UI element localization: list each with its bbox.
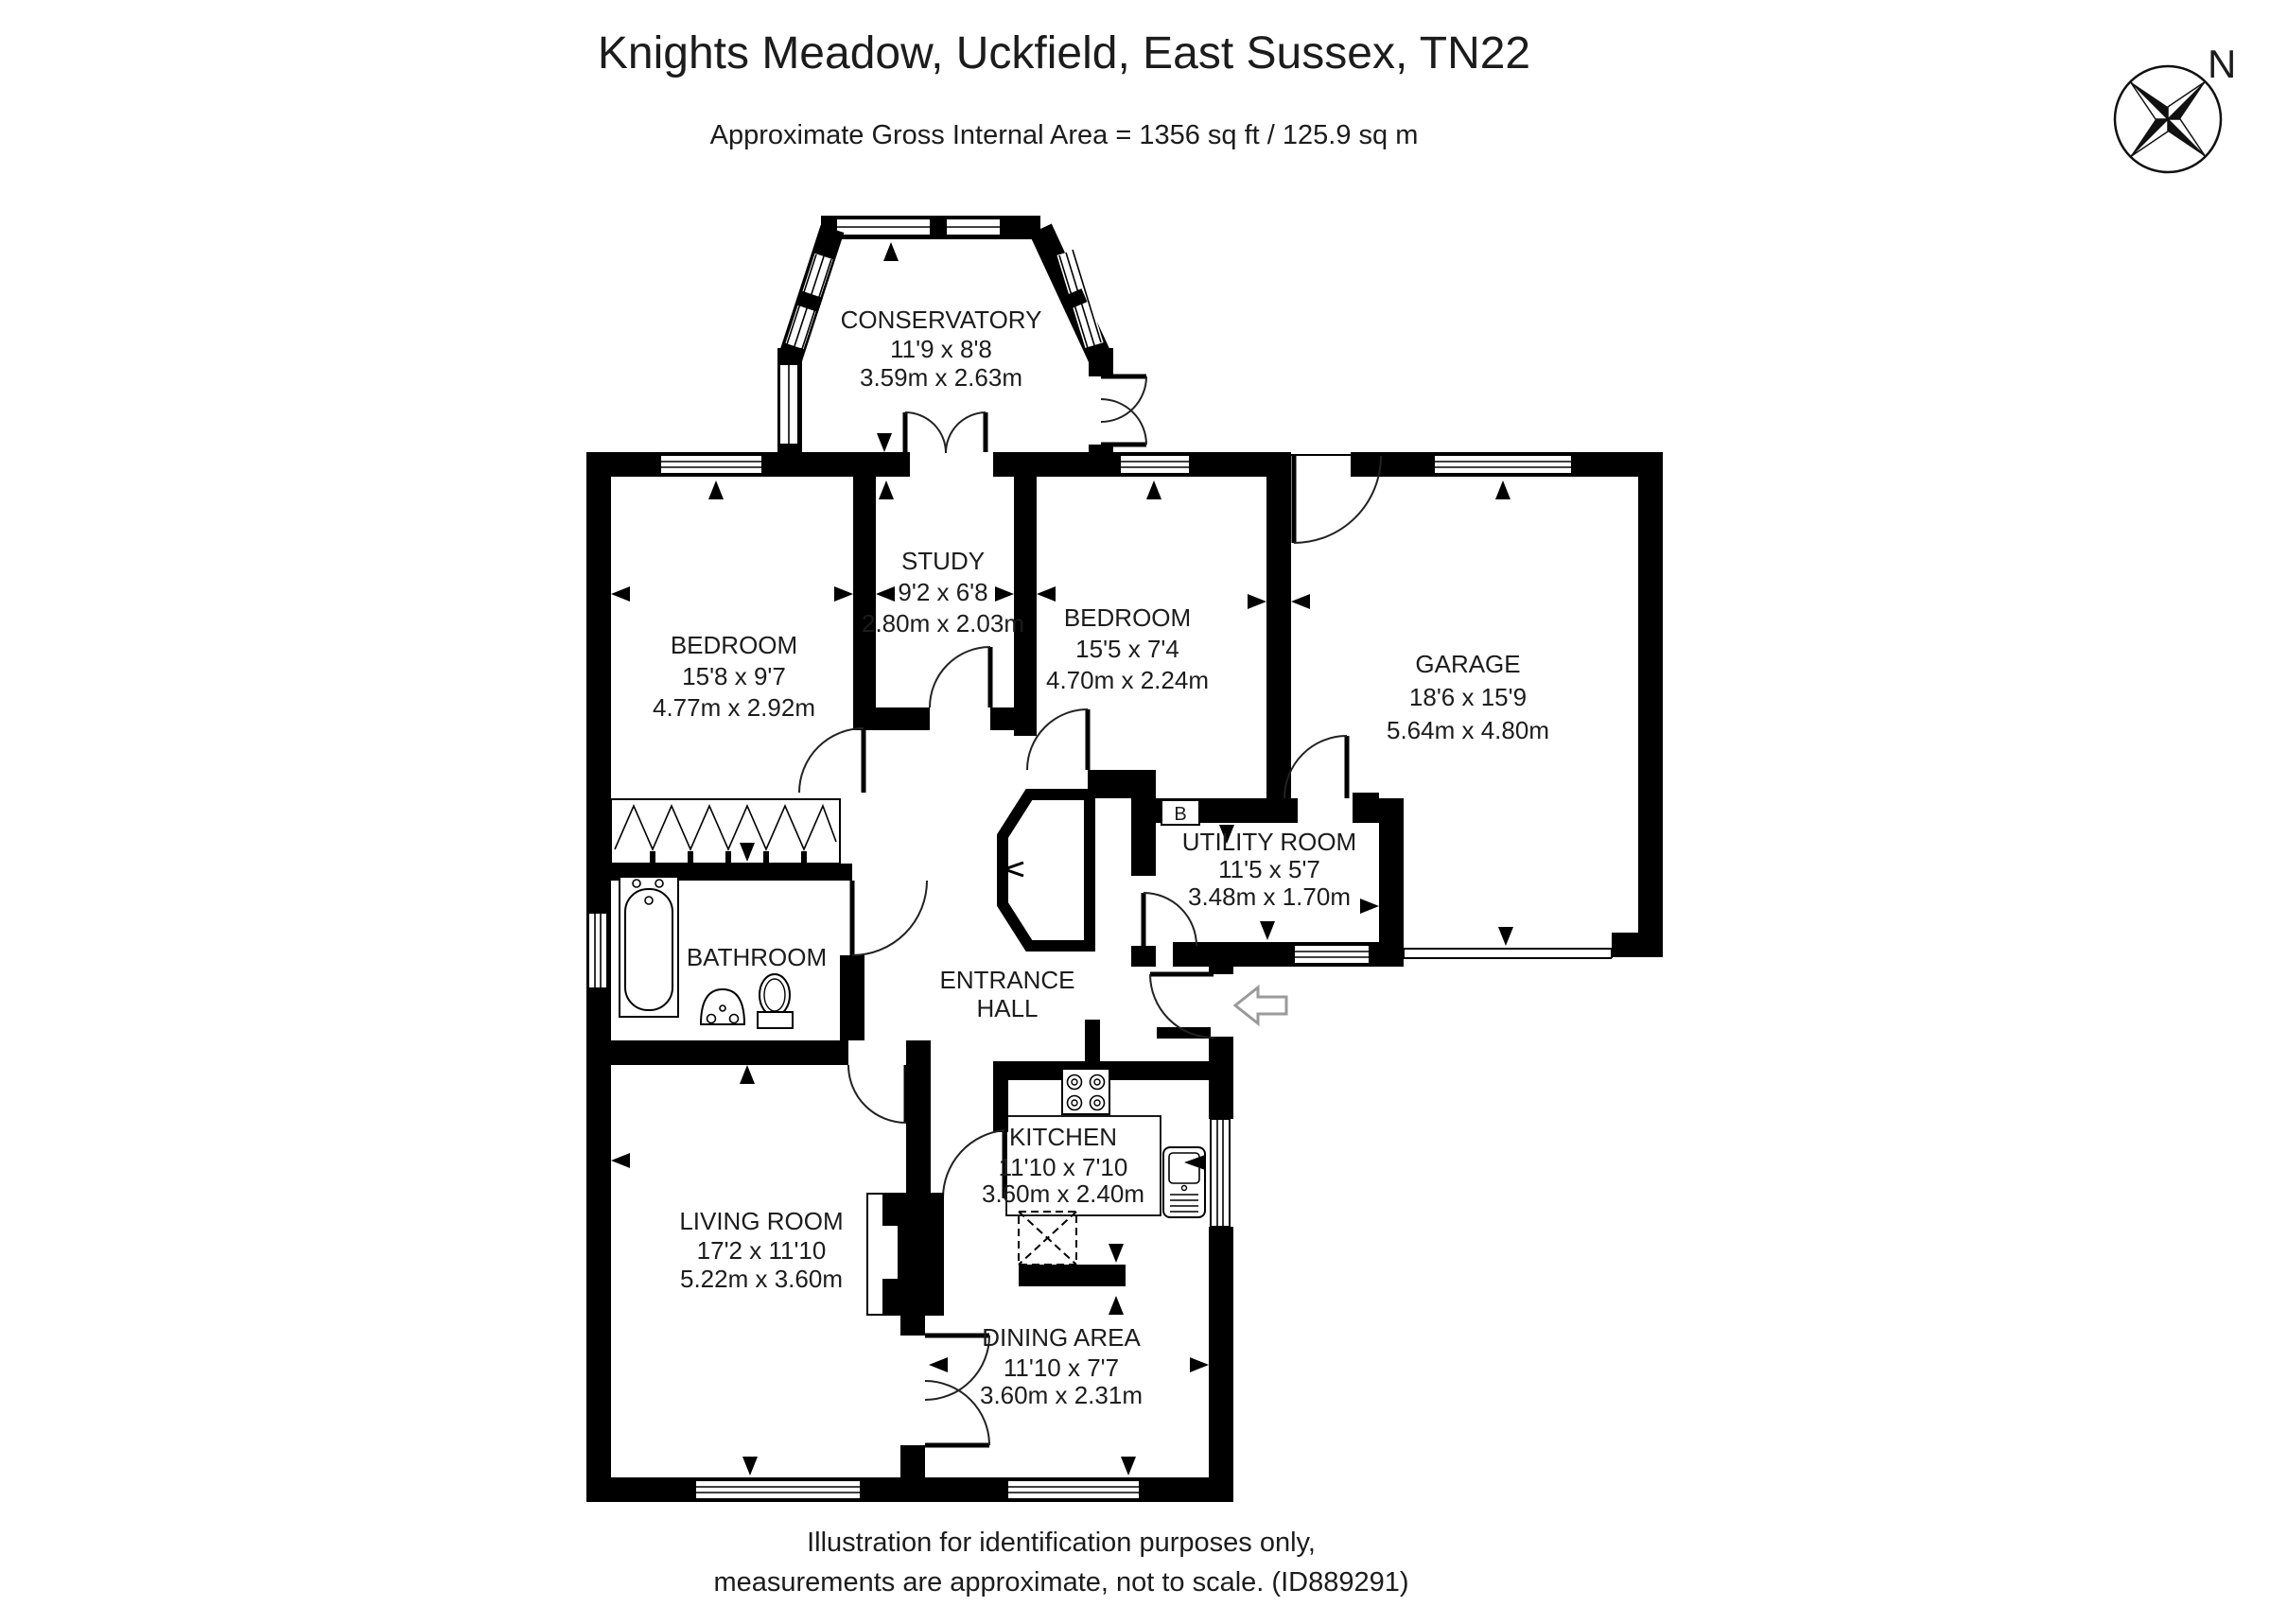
label-utility-room: UTILITY ROOM 11'5 x 5'7 3.48m x 1.70m: [1182, 828, 1356, 911]
footer-line1: Illustration for identification purposes…: [807, 1528, 1316, 1558]
hall-cupboard-icon: [997, 789, 1095, 952]
compass-north-label: N: [2208, 42, 2236, 86]
svg-text:17'2 x 11'10: 17'2 x 11'10: [697, 1236, 827, 1265]
label-living-room: LIVING ROOM 17'2 x 11'10 5.22m x 3.60m: [679, 1207, 843, 1293]
hob-icon: [1061, 1068, 1110, 1115]
dimension-markers: [611, 242, 1657, 1476]
page-subtitle: Approximate Gross Internal Area = 1356 s…: [710, 120, 1419, 150]
svg-text:STUDY: STUDY: [901, 547, 985, 575]
svg-text:3.60m x 2.31m: 3.60m x 2.31m: [980, 1381, 1143, 1409]
window-garage: [1433, 454, 1573, 475]
label-garage: GARAGE 18'6 x 15'9 5.64m x 4.80m: [1387, 650, 1549, 744]
svg-text:BATHROOM: BATHROOM: [687, 943, 827, 971]
svg-text:11'10 x 7'10: 11'10 x 7'10: [999, 1153, 1128, 1181]
label-dining-area: DINING AREA 11'10 x 7'7 3.60m x 2.31m: [980, 1323, 1143, 1409]
footer-line2: measurements are approximate, not to sca…: [713, 1567, 1408, 1598]
label-entrance-hall: ENTRANCE HALL: [939, 966, 1074, 1022]
window-living-room: [694, 1479, 862, 1500]
page-title: Knights Meadow, Uckfield, East Sussex, T…: [598, 28, 1530, 79]
window-bathroom: [587, 912, 608, 989]
svg-text:9'2 x 6'8: 9'2 x 6'8: [898, 578, 987, 606]
room-labels: CONSERVATORY 11'9 x 8'8 3.59m x 2.63m BE…: [653, 306, 1549, 1409]
tap-icon: [1184, 1155, 1205, 1170]
svg-text:3.59m x 2.63m: 3.59m x 2.63m: [860, 363, 1022, 392]
svg-text:KITCHEN: KITCHEN: [1009, 1123, 1117, 1151]
window-bedroom-left: [659, 454, 763, 475]
svg-text:18'6 x 15'9: 18'6 x 15'9: [1409, 683, 1527, 711]
bathtub-icon: [619, 876, 679, 1018]
appliance-space-icon: [1018, 1211, 1077, 1266]
svg-text:4.77m x 2.92m: 4.77m x 2.92m: [653, 693, 815, 722]
label-conservatory: CONSERVATORY 11'9 x 8'8 3.59m x 2.63m: [841, 306, 1042, 392]
window-utility: [1293, 944, 1371, 965]
fixtures: B: [610, 789, 1613, 1316]
label-study: STUDY 9'2 x 6'8 2.80m x 2.03m: [862, 547, 1024, 637]
svg-text:11'5 x 5'7: 11'5 x 5'7: [1218, 855, 1320, 883]
window-bedroom-right: [1119, 454, 1191, 475]
svg-text:5.64m x 4.80m: 5.64m x 4.80m: [1387, 716, 1549, 744]
svg-text:15'5 x 7'4: 15'5 x 7'4: [1075, 635, 1179, 663]
toilet-icon: [757, 973, 794, 1029]
svg-text:11'9 x 8'8: 11'9 x 8'8: [890, 335, 992, 363]
svg-text:DINING AREA: DINING AREA: [982, 1323, 1141, 1352]
label-kitchen: KITCHEN 11'10 x 7'10 3.60m x 2.40m: [982, 1123, 1144, 1208]
svg-text:UTILITY ROOM: UTILITY ROOM: [1182, 828, 1356, 856]
doors: [798, 374, 1382, 1448]
sink-icon: [1162, 1146, 1206, 1218]
boiler-label: B: [1174, 804, 1186, 825]
boiler-box: B: [1161, 799, 1200, 826]
svg-text:LIVING ROOM: LIVING ROOM: [679, 1207, 843, 1235]
compass-icon: N: [2113, 42, 2236, 174]
basin-icon: [699, 987, 746, 1025]
svg-text:3.60m x 2.40m: 3.60m x 2.40m: [982, 1179, 1144, 1208]
svg-text:BEDROOM: BEDROOM: [1064, 603, 1191, 632]
label-bedroom-right: BEDROOM 15'5 x 7'4 4.70m x 2.24m: [1046, 603, 1209, 694]
worktop-outline: [1005, 1115, 1161, 1216]
svg-text:4.70m x 2.24m: 4.70m x 2.24m: [1046, 666, 1209, 694]
window-dining-area: [1006, 1479, 1141, 1500]
label-bedroom-left: BEDROOM 15'8 x 9'7 4.77m x 2.92m: [653, 631, 815, 722]
window-kitchen: [1210, 1118, 1231, 1228]
svg-text:HALL: HALL: [976, 994, 1038, 1022]
garage-door: [1403, 948, 1613, 959]
svg-text:15'8 x 9'7: 15'8 x 9'7: [682, 662, 786, 690]
svg-text:BEDROOM: BEDROOM: [671, 631, 797, 659]
svg-text:5.22m x 3.60m: 5.22m x 3.60m: [680, 1265, 843, 1293]
windows: [587, 454, 1573, 1500]
entrance-arrow-icon: [1232, 984, 1288, 1027]
svg-text:CONSERVATORY: CONSERVATORY: [841, 306, 1042, 334]
wardrobe-icon: [610, 798, 841, 864]
svg-text:11'10 x 7'7: 11'10 x 7'7: [1004, 1353, 1119, 1382]
svg-text:GARAGE: GARAGE: [1415, 650, 1520, 678]
label-bathroom: BATHROOM: [687, 943, 827, 971]
fireplace-icon: [866, 1193, 944, 1316]
svg-text:ENTRANCE: ENTRANCE: [939, 966, 1074, 994]
svg-text:2.80m x 2.03m: 2.80m x 2.03m: [862, 609, 1024, 637]
svg-text:3.48m x 1.70m: 3.48m x 1.70m: [1188, 882, 1351, 911]
conservatory-structure: [777, 216, 1113, 464]
